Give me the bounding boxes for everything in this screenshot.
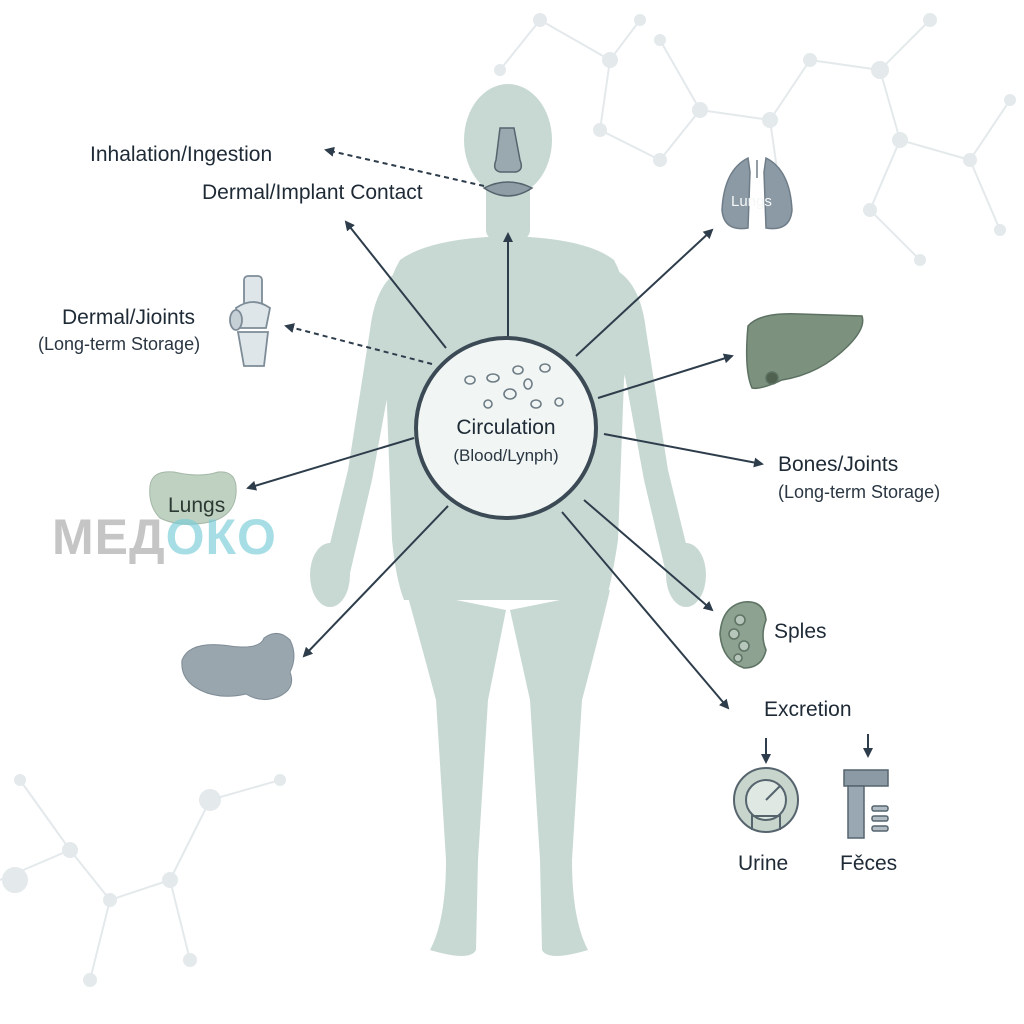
circulation-ring	[414, 336, 598, 520]
label-circulation-sub: (Blood/Lynph)	[453, 446, 559, 465]
arrow-excretion	[561, 511, 730, 710]
mouth-icon	[482, 181, 534, 197]
kidney-spleen-icon	[719, 601, 767, 669]
label-bones-joints-sub: (Long-term Storage)	[778, 482, 941, 502]
arrow-dermal-joints	[284, 323, 433, 365]
arrow-bones	[603, 433, 764, 468]
human-body-silhouette	[310, 84, 706, 956]
label-spleen: Sples	[774, 620, 827, 643]
label-dermal-joints: Dermal/Jioints	[62, 306, 196, 329]
watermark-part1: МЕД	[52, 509, 166, 565]
label-urine: Urine	[738, 852, 789, 875]
molecule-network	[0, 13, 1016, 987]
lungs-icon	[721, 156, 793, 230]
label-bones-joints: Bones/Joints	[778, 453, 899, 476]
route-arrows	[246, 146, 873, 764]
arrow-spleen	[583, 499, 714, 612]
liver-icon	[745, 313, 864, 390]
knee-joint-icon	[229, 275, 271, 367]
label-lungs-right: Lungs	[731, 193, 772, 210]
label-excretion: Excretion	[764, 698, 852, 721]
particles-icon	[464, 363, 564, 409]
arrow-lungs-right	[575, 228, 714, 357]
arrow-lungs-left	[246, 437, 415, 491]
urine-icon	[733, 767, 799, 833]
label-feces: Fěces	[840, 852, 898, 875]
label-lungs-left: Lungs	[168, 494, 226, 517]
stomach-icon	[181, 633, 295, 700]
left-organ-icon	[149, 471, 237, 525]
arrow-stomach	[302, 505, 449, 658]
watermark-logo: МЕДОКО	[52, 508, 277, 566]
feces-icon	[843, 769, 889, 839]
label-dermal-implant: Dermal/Implant Contact	[202, 181, 423, 204]
label-circulation: Circulation	[456, 416, 556, 439]
arrow-liver	[597, 353, 734, 399]
nose-icon	[493, 127, 523, 173]
label-inhalation: Inhalation/Ingestion	[90, 143, 273, 166]
label-dermal-joints-sub: (Long-term Storage)	[38, 334, 201, 354]
arrow-inhalation	[324, 146, 485, 187]
arrow-dermal-implant	[344, 220, 447, 349]
watermark-part2: ОКО	[165, 509, 277, 565]
